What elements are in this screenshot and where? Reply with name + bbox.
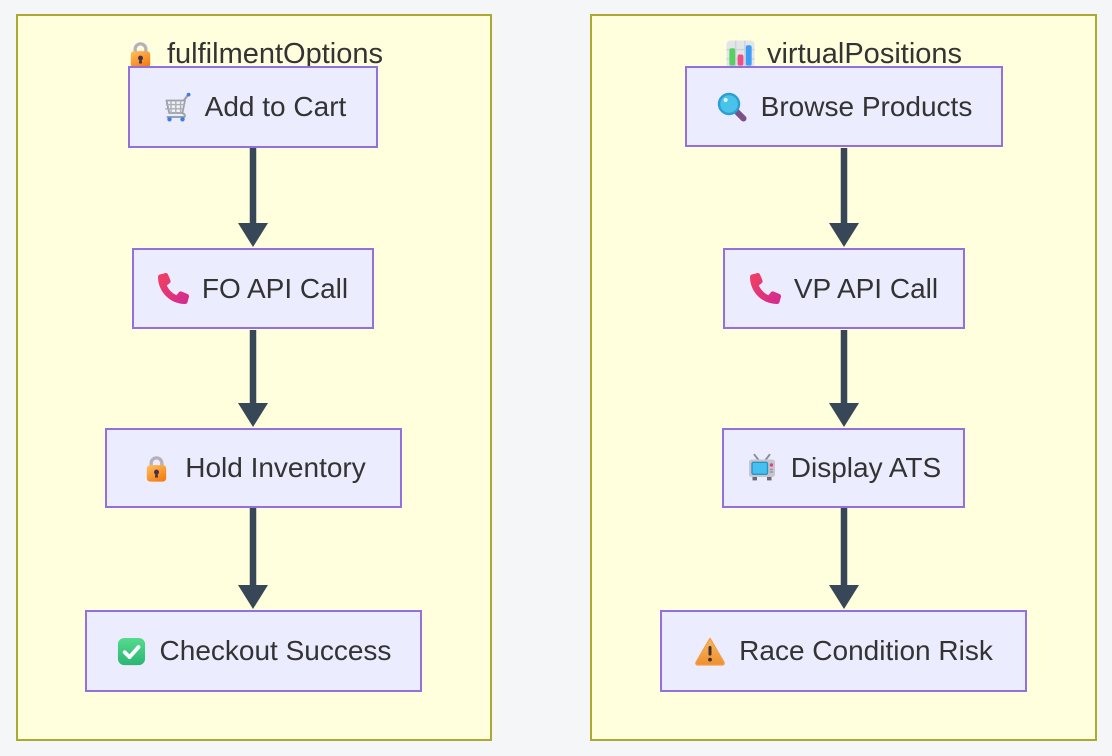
node-label: Display ATS <box>790 452 942 483</box>
phone-receiver-icon <box>157 273 189 304</box>
lock-icon <box>147 455 167 482</box>
node-hold-inventory: Hold Inventory <box>105 428 402 508</box>
shopping-cart-icon <box>164 92 191 122</box>
node-label: Hold Inventory <box>185 452 366 483</box>
warning-icon <box>695 637 726 666</box>
cluster-title-virtual-positions: virtualPositions <box>592 38 1095 71</box>
cluster-title-fulfilment-options: fulfilmentOptions <box>18 38 490 71</box>
node-add-to-cart: Add to Cart <box>128 66 378 148</box>
cluster-title-label: virtualPositions <box>766 38 963 70</box>
node-label: Browse Products <box>760 90 973 122</box>
node-fo-api-call: FO API Call <box>132 248 374 329</box>
node-label: VP API Call <box>793 272 939 304</box>
node-race-condition-risk: Race Condition Risk <box>660 610 1027 692</box>
check-mark-icon <box>117 637 145 665</box>
cluster-title-label: fulfilmentOptions <box>167 38 383 70</box>
node-label: Race Condition Risk <box>739 635 993 666</box>
node-vp-api-call: VP API Call <box>723 248 965 329</box>
lock-icon <box>130 42 151 68</box>
node-label: Add to Cart <box>204 91 347 122</box>
node-label: FO API Call <box>201 272 349 304</box>
phone-receiver-icon <box>749 273 781 304</box>
television-icon <box>748 453 775 481</box>
node-browse-products: Browse Products <box>685 66 1003 147</box>
bar-chart-icon <box>726 40 755 69</box>
node-label: Checkout Success <box>159 635 392 666</box>
magnifying-glass-icon <box>717 92 747 121</box>
node-checkout-success: Checkout Success <box>85 610 422 692</box>
node-display-ats: Display ATS <box>722 428 965 508</box>
